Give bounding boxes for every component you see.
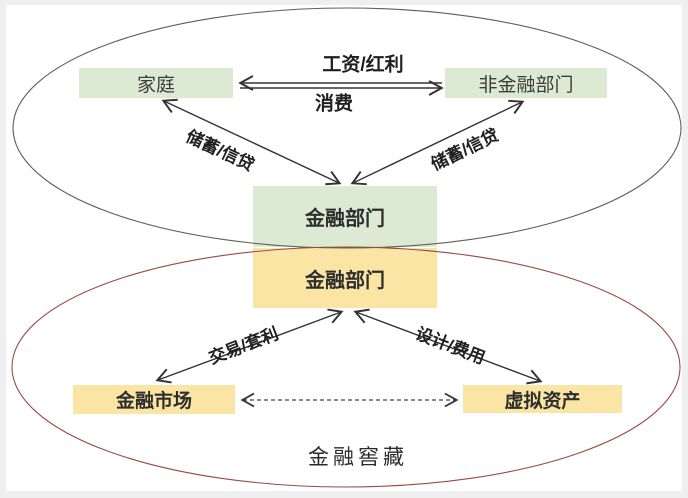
node-virtual-assets-label: 虚拟资产: [504, 390, 581, 412]
node-household: 家庭: [79, 68, 233, 98]
node-nonfinancial-sector: 非金融部门: [445, 68, 607, 98]
node-financial-market-label: 金融市场: [115, 391, 192, 412]
edge-label-wages-dividends: 工资/红利: [322, 54, 404, 76]
node-financial-sector-bottom: 金融部门: [253, 248, 437, 308]
diagram-caption: 金融窖藏: [308, 445, 408, 469]
node-financial-market: 金融市场: [73, 385, 235, 414]
node-financial-sector-bottom-label: 金融部门: [305, 269, 385, 292]
edge-label-consumption: 消费: [314, 93, 354, 115]
node-nonfinancial-sector-label: 非金融部门: [478, 74, 574, 96]
node-financial-sector-top: 金融部门: [253, 186, 437, 247]
node-virtual-assets: 虚拟资产: [463, 385, 622, 413]
node-financial-sector-top-label: 金融部门: [305, 208, 385, 230]
node-household-label: 家庭: [136, 74, 175, 96]
